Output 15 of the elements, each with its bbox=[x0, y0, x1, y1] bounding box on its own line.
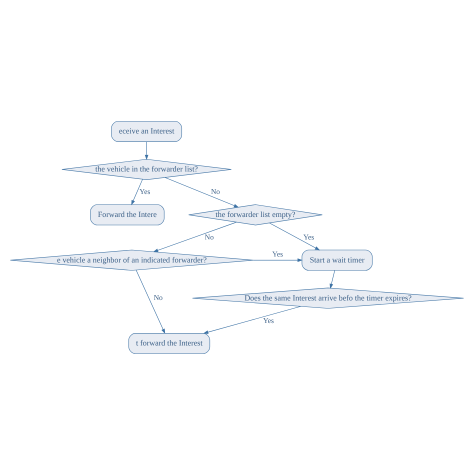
arrow bbox=[136, 269, 166, 334]
arrow bbox=[153, 221, 237, 252]
arrow bbox=[144, 140, 148, 160]
arrow bbox=[253, 258, 303, 262]
node-diamond: Does the same Interest arrive befo the timer expires? bbox=[192, 287, 464, 308]
arrow bbox=[164, 176, 239, 208]
arrow bbox=[131, 178, 143, 205]
node-box: eceive an Interest bbox=[111, 120, 182, 142]
node-box: Forward the Intere bbox=[90, 204, 164, 225]
node-box: Start a wait timer bbox=[302, 249, 373, 270]
arrow bbox=[269, 222, 320, 250]
arrow bbox=[203, 306, 302, 334]
arrow bbox=[330, 270, 336, 288]
node-box: t forward the Interest bbox=[128, 332, 210, 354]
node-diamond: the vehicle in the forwarder list? bbox=[62, 158, 232, 180]
